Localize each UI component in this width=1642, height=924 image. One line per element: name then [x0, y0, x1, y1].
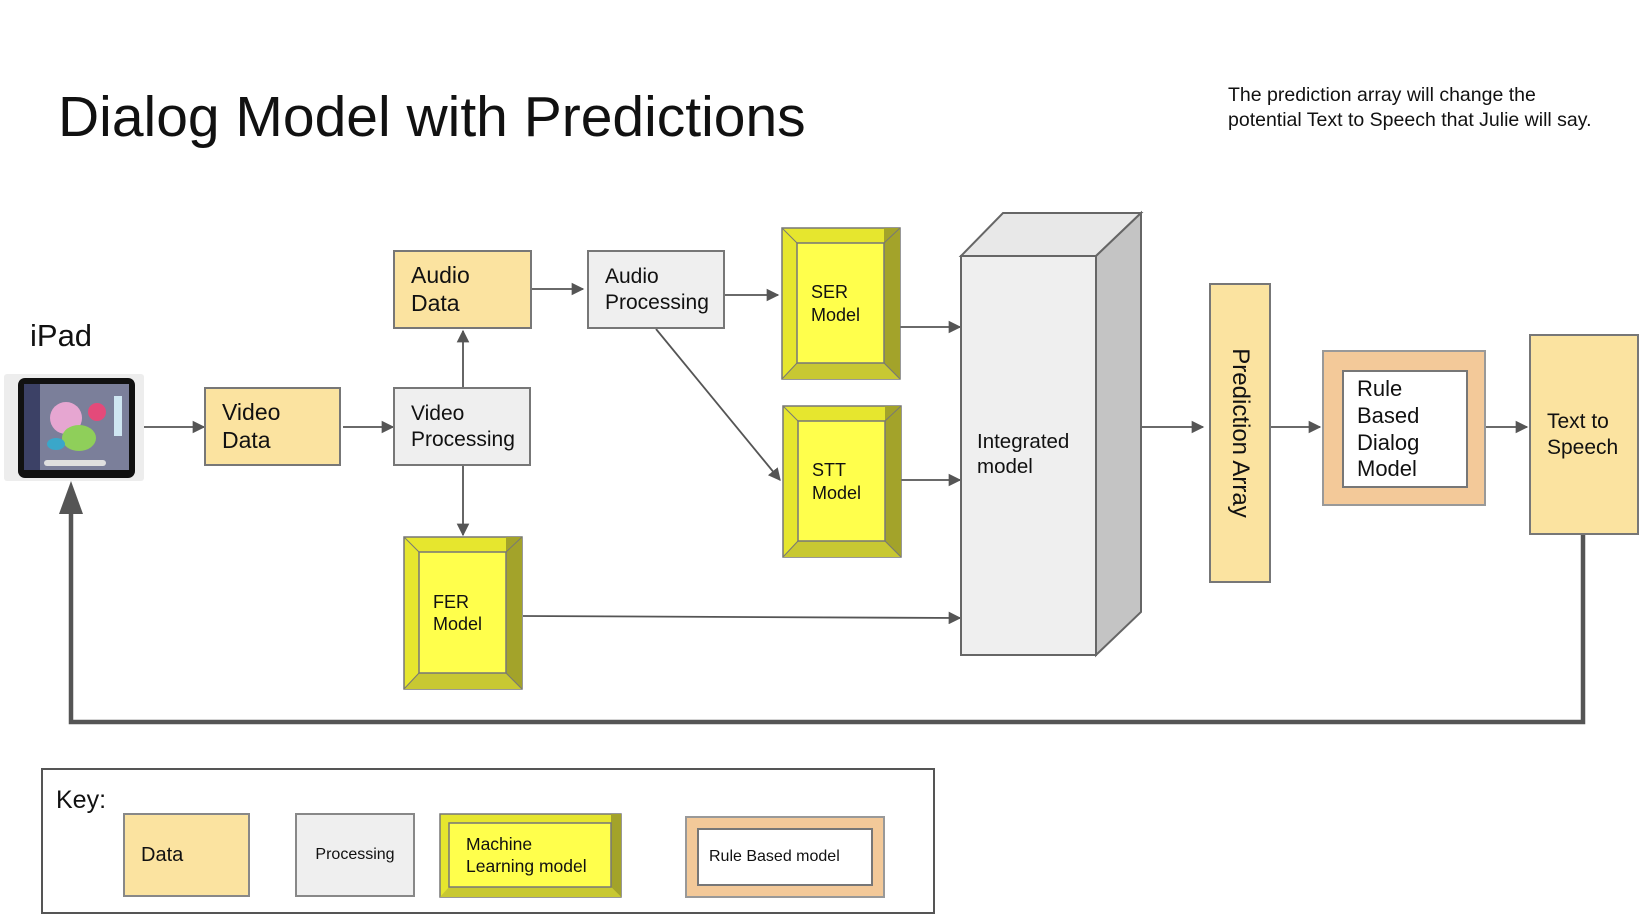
ipad-label: iPad	[30, 318, 93, 353]
prediction-array-node: Prediction Array	[1209, 283, 1271, 583]
rule-based-dialog-label: Rule Based Dialog Model	[1342, 370, 1468, 488]
arrow-audio-processing-to-stt	[655, 328, 781, 481]
legend-rule-based-label: Rule Based model	[697, 828, 873, 886]
legend-rule-based-swatch: Rule Based model	[685, 816, 885, 898]
legend-title: Key:	[56, 786, 107, 814]
page-title: Dialog Model with Predictions	[58, 85, 806, 149]
text-to-speech-node: Text to Speech	[1529, 334, 1639, 535]
feedback-loop-arrow	[59, 481, 1586, 725]
tablet-icon	[4, 374, 144, 481]
legend-data-swatch: Data	[123, 813, 250, 897]
arrow-fer-to-integrated	[522, 611, 962, 625]
legend-processing-swatch: Processing	[295, 813, 415, 897]
rule-based-dialog-node: Rule Based Dialog Model	[1322, 350, 1486, 506]
integrated-model-label: Integrated model	[977, 430, 1070, 478]
prediction-note: The prediction array will change the pot…	[1228, 84, 1592, 131]
integrated-model-block	[958, 210, 1144, 658]
